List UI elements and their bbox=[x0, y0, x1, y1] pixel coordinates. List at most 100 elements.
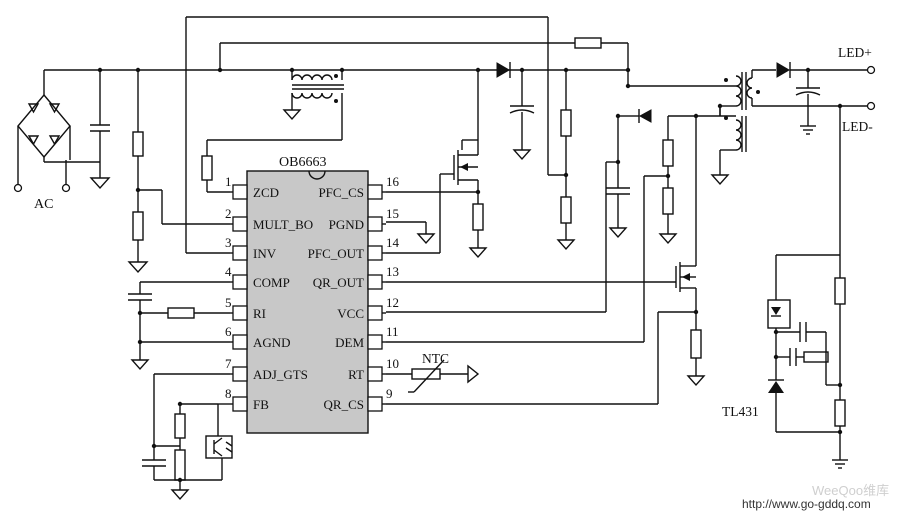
qr-mosfet bbox=[386, 106, 721, 405]
pin-name: ZCD bbox=[253, 185, 279, 200]
pin-name: QR_OUT bbox=[313, 275, 364, 290]
led-minus-label: LED- bbox=[842, 119, 873, 134]
ntc-label: NTC bbox=[422, 351, 449, 366]
pin-number: 8 bbox=[225, 386, 232, 401]
junction-dot bbox=[837, 382, 843, 388]
junction-dot bbox=[693, 309, 699, 315]
junction-dot bbox=[615, 159, 621, 165]
pin-number: 15 bbox=[386, 206, 399, 221]
bridge-rectifier bbox=[17, 93, 71, 159]
flyback-stage: LED+ LED- bbox=[386, 45, 876, 343]
led-minus-terminal bbox=[866, 101, 876, 111]
ic-part-number: OB6663 bbox=[279, 155, 326, 170]
junction-dot bbox=[137, 310, 143, 316]
junction-dot bbox=[289, 67, 295, 73]
ic-ob6663: OB6663 bbox=[246, 155, 369, 434]
watermark-logo: WeeQoo维库 bbox=[812, 483, 889, 498]
tl431-label: TL431 bbox=[722, 404, 759, 419]
pin-name: AGND bbox=[253, 335, 291, 350]
pfc-mosfet bbox=[386, 140, 488, 259]
junction-dot bbox=[563, 172, 569, 178]
pin-number: 7 bbox=[225, 356, 232, 371]
ic-pin-5: 5RI bbox=[225, 295, 266, 321]
pin-name: VCC bbox=[337, 306, 364, 321]
pin-name: FB bbox=[253, 397, 269, 412]
pin-number: 4 bbox=[225, 264, 232, 279]
junction-dot bbox=[773, 354, 779, 360]
junction-dot bbox=[135, 67, 141, 73]
junction-dot bbox=[475, 67, 481, 73]
pin-number: 16 bbox=[386, 174, 400, 189]
pin-name: DEM bbox=[335, 335, 364, 350]
junction-dot bbox=[625, 83, 631, 89]
junction-dot bbox=[625, 67, 631, 73]
pin-number: 3 bbox=[225, 235, 232, 250]
pin-number: 14 bbox=[386, 235, 400, 250]
junction-dot bbox=[177, 401, 183, 407]
pin-number: 12 bbox=[386, 295, 399, 310]
junction-dot bbox=[563, 67, 569, 73]
ic-pin-9: 9QR_CS bbox=[324, 386, 393, 412]
pin-name: ADJ_GTS bbox=[253, 367, 308, 382]
junction-dot bbox=[177, 477, 183, 483]
junction-dot bbox=[97, 67, 103, 73]
junction-dot bbox=[217, 67, 223, 73]
ic-pin-8: 8FB bbox=[225, 386, 269, 412]
junction-dot bbox=[837, 429, 843, 435]
junction-dot bbox=[665, 173, 671, 179]
ac-terminal-2 bbox=[61, 183, 71, 193]
ac-label: AC bbox=[34, 197, 53, 212]
pin-name: RT bbox=[348, 367, 364, 382]
pin-name: RI bbox=[253, 306, 266, 321]
pin-number: 5 bbox=[225, 295, 232, 310]
left-components bbox=[128, 281, 233, 501]
junction-dot bbox=[805, 67, 811, 73]
pin-number: 9 bbox=[386, 386, 393, 401]
led-plus-terminal bbox=[866, 65, 876, 75]
ac-terminal-1 bbox=[13, 183, 23, 193]
watermark: WeeQoo维库 http://www.go-gddq.com bbox=[742, 483, 889, 511]
pin-number: 10 bbox=[386, 356, 399, 371]
pin-name: PFC_OUT bbox=[308, 246, 364, 261]
pin-wiring-right-top bbox=[386, 221, 440, 254]
pin-name: INV bbox=[253, 246, 277, 261]
junction-dot bbox=[837, 103, 843, 109]
pin-number: 11 bbox=[386, 324, 399, 339]
junction-dot bbox=[717, 103, 723, 109]
pin-name: PGND bbox=[329, 217, 364, 232]
ntc-thermistor: NTC bbox=[386, 351, 480, 393]
junction-dot bbox=[137, 339, 143, 345]
pin-number: 1 bbox=[225, 174, 232, 189]
junction-dot bbox=[135, 187, 141, 193]
junction-dots bbox=[97, 67, 843, 483]
junction-dot bbox=[475, 189, 481, 195]
junction-dot bbox=[615, 113, 621, 119]
pin-name: QR_CS bbox=[324, 397, 364, 412]
junction-dot bbox=[773, 329, 779, 335]
pfc-stage bbox=[185, 16, 629, 254]
pin-number: 6 bbox=[225, 324, 232, 339]
pin-name: PFC_CS bbox=[318, 185, 364, 200]
junction-dot bbox=[151, 443, 157, 449]
ac-input: AC bbox=[13, 69, 628, 274]
junction-dot bbox=[519, 67, 525, 73]
pin-number: 2 bbox=[225, 206, 232, 221]
pin-name: COMP bbox=[253, 275, 290, 290]
junction-dot bbox=[693, 113, 699, 119]
feedback-tl431: TL431 bbox=[722, 106, 848, 469]
